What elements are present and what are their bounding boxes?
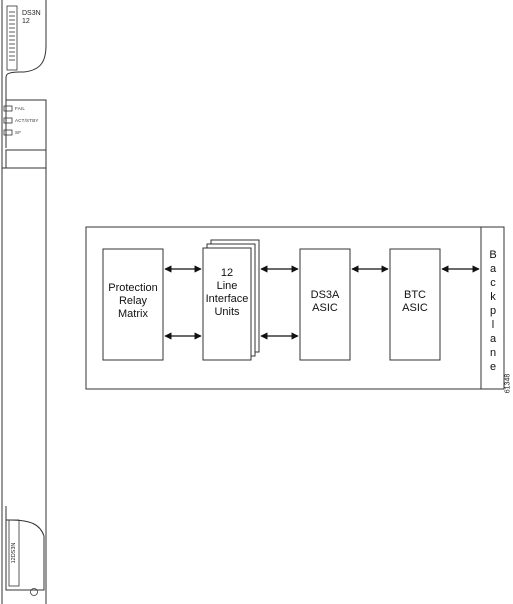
protection-block <box>102 248 164 361</box>
led-sf <box>3 129 13 136</box>
card-ejector-top <box>6 5 18 71</box>
protection-label: Protection Relay Matrix <box>108 282 158 320</box>
card-bottom-ejector <box>8 519 38 596</box>
backplane-letter-7: a <box>489 333 497 345</box>
ds3a-block <box>299 248 351 361</box>
led-label-act-stby: ACT/STBY <box>15 118 39 123</box>
card-slots: 12 <box>22 18 30 25</box>
backplane-letter-9: e <box>489 361 497 373</box>
led-fail <box>3 105 13 112</box>
ds3a-label: DS3A ASIC <box>310 289 340 314</box>
led-act-stby <box>3 117 13 124</box>
backplane-letter-2: a <box>489 263 497 275</box>
card-part-label: 12DS3N <box>11 542 17 564</box>
figure-number: 61348 <box>504 373 512 394</box>
card-faceplate <box>1 0 47 604</box>
led-label-sf: SF <box>15 130 22 135</box>
backplane-letter-8: n <box>489 347 497 359</box>
card-name: DS3N <box>22 10 41 17</box>
line-interface-label: 12 Line Interface Units <box>205 267 249 318</box>
btc-label: BTC ASIC <box>402 289 428 314</box>
backplane-letter-1: B <box>489 249 497 261</box>
line-interface-block <box>202 247 252 361</box>
backplane-letter-6: l <box>491 319 495 331</box>
led-label-fail: FAIL <box>15 106 26 111</box>
diagram-frame <box>85 226 505 390</box>
backplane-letter-4: k <box>490 291 496 303</box>
btc-block <box>389 248 441 361</box>
backplane-letter-3: c <box>490 277 496 289</box>
backplane-letter-5: p <box>489 305 497 317</box>
